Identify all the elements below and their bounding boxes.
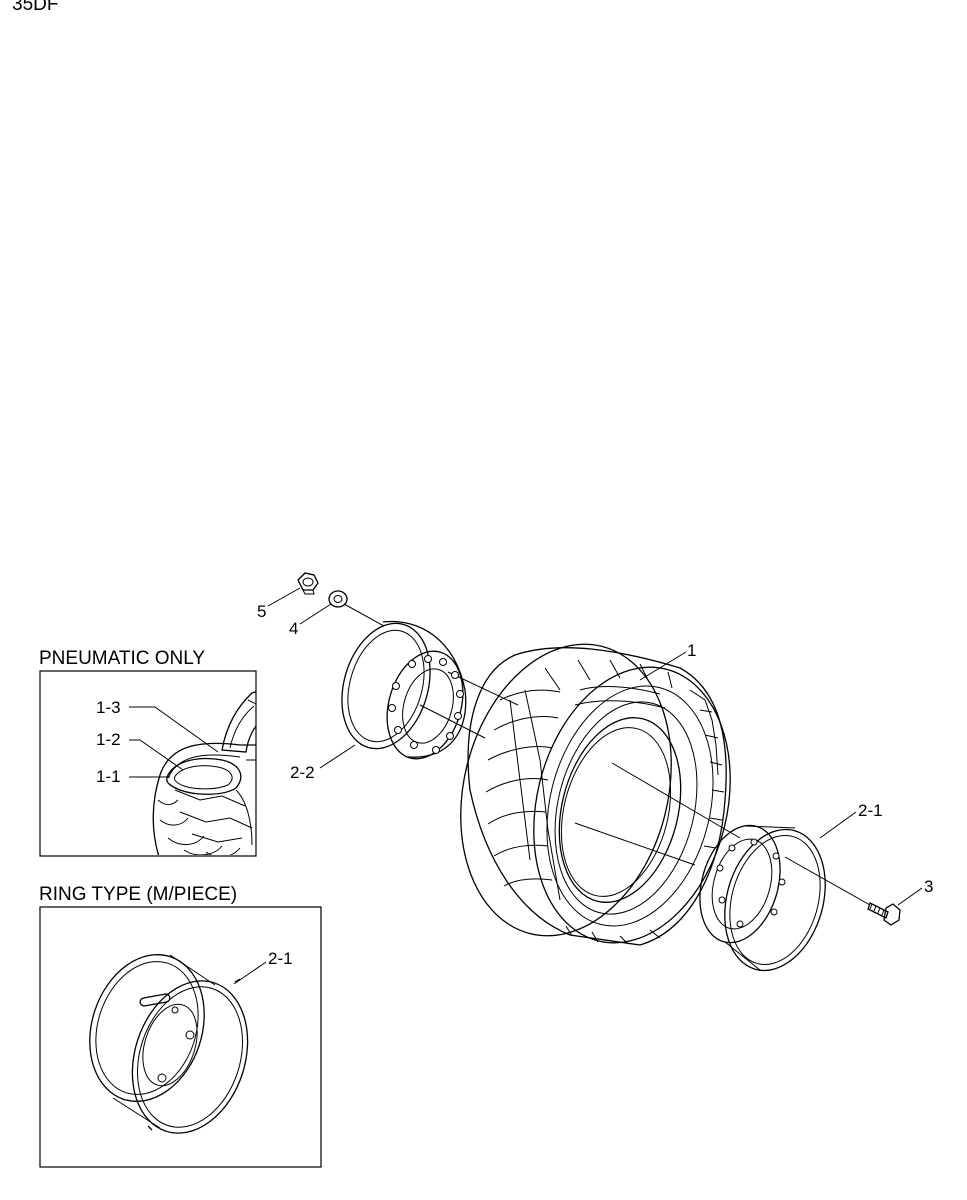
callout-5: 5 — [257, 602, 266, 621]
inner-rim — [341, 620, 467, 760]
callout-1-3: 1-3 — [96, 698, 121, 717]
ring-type-frame — [39, 906, 322, 1168]
pneumatic-title: PNEUMATIC ONLY — [39, 648, 205, 669]
solid-tire — [460, 643, 731, 946]
tube-shape — [166, 757, 242, 795]
hex-bolt — [867, 902, 901, 926]
callout-3: 3 — [924, 877, 933, 896]
callout-1: 1 — [687, 641, 696, 660]
hex-nut — [297, 572, 319, 595]
callout-2-1: 2-1 — [858, 801, 883, 820]
callout-2-2: 2-2 — [290, 763, 315, 782]
callout-1-2: 1-2 — [96, 730, 121, 749]
callout-ring-2-1: 2-1 — [268, 949, 293, 968]
pneumatic-tire-section — [152, 691, 256, 855]
model-code: 35DF — [12, 0, 58, 15]
callout-4: 4 — [289, 619, 298, 638]
outer-rim — [699, 824, 826, 972]
ring-type-title: RING TYPE (M/PIECE) — [39, 884, 237, 905]
ring-type-rim — [89, 954, 249, 1134]
callout-1-1: 1-1 — [96, 767, 121, 786]
washer — [328, 590, 348, 608]
explode-lines — [343, 603, 871, 906]
pneumatic-frame — [39, 670, 257, 857]
